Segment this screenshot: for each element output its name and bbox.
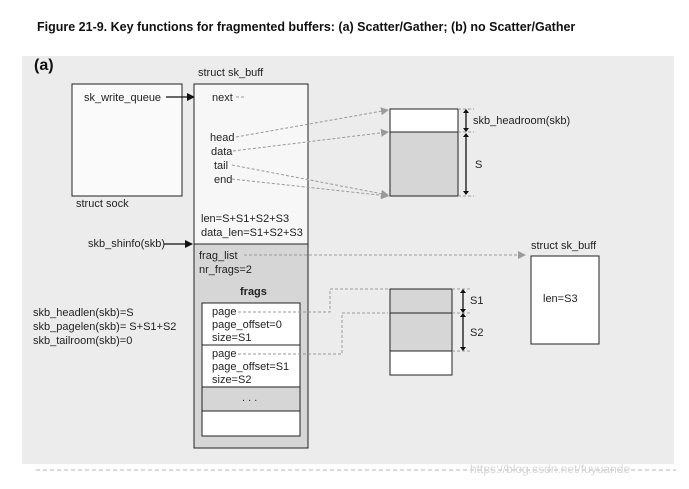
page-fragment-s1 — [389, 288, 453, 314]
tail-pointer-arrow — [231, 164, 389, 198]
end-pointer-arrow — [231, 178, 389, 200]
frag-0-offset: page_offset=0 — [212, 319, 282, 331]
s1-label: S1 — [470, 295, 483, 307]
skb-nr-frags-field: nr_frags=2 — [199, 264, 252, 276]
page-fragment-free — [389, 350, 453, 376]
struct-sock-label: struct sock — [76, 198, 129, 210]
s-label: S — [475, 159, 482, 171]
frag-0-size: size=S1 — [212, 332, 251, 344]
watermark-text: https://blog.csdn.net/fuyuande — [470, 462, 631, 476]
frag-1-size: size=S2 — [212, 374, 251, 386]
skb-data-field: data — [211, 146, 233, 158]
struct-sock-box — [71, 83, 183, 197]
page-fragment-s2 — [389, 312, 453, 352]
skb-tail-field: tail — [214, 160, 228, 172]
skb-frag-list-field: frag_list — [199, 250, 238, 262]
frag-1-page-pointer — [238, 312, 388, 355]
skb-end-field: end — [214, 174, 232, 186]
skb-head-field: head — [210, 132, 234, 144]
panel-label: (a) — [34, 57, 54, 74]
frag-0-page-pointer — [238, 288, 388, 313]
frag-entry-ellipsis — [201, 386, 301, 412]
skb-headlen-label: skb_headlen(skb)=S — [33, 307, 134, 319]
headroom-label: skb_headroom(skb) — [473, 115, 570, 127]
sk-write-queue-label: sk_write_queue — [84, 92, 161, 104]
skb-tailroom-label: skb_tailroom(skb)=0 — [33, 335, 132, 347]
head-pointer-arrow — [235, 107, 389, 138]
s2-dimension-arrowheads — [460, 313, 466, 351]
frag-entry-empty — [201, 410, 301, 437]
headroom-block — [389, 108, 459, 133]
frag-1-page: page — [212, 348, 236, 360]
skb-len-field: len=S+S1+S2+S3 — [201, 213, 289, 225]
skb-type-label: struct sk_buff — [198, 67, 264, 79]
skb-shinfo-label: skb_shinfo(skb) — [88, 238, 165, 250]
skb-data-len-field: data_len=S1+S2+S3 — [201, 227, 303, 239]
data-block — [389, 131, 459, 197]
s2-label: S2 — [470, 327, 483, 339]
frag-ellipsis: . . . — [242, 392, 257, 404]
skb2-box — [530, 255, 600, 345]
frag-0-page: page — [212, 306, 236, 318]
data-pointer-arrow — [232, 128, 389, 152]
skb-next-field: next — [212, 92, 233, 104]
skb2-type-label: struct sk_buff — [531, 240, 597, 252]
skb2-len-field: len=S3 — [543, 293, 578, 305]
frags-title: frags — [240, 286, 267, 298]
frag-1-offset: page_offset=S1 — [212, 361, 289, 373]
figure-caption: Figure 21-9. Key functions for fragmente… — [37, 20, 576, 34]
skb-pagelen-label: skb_pagelen(skb)= S+S1+S2 — [33, 321, 176, 333]
